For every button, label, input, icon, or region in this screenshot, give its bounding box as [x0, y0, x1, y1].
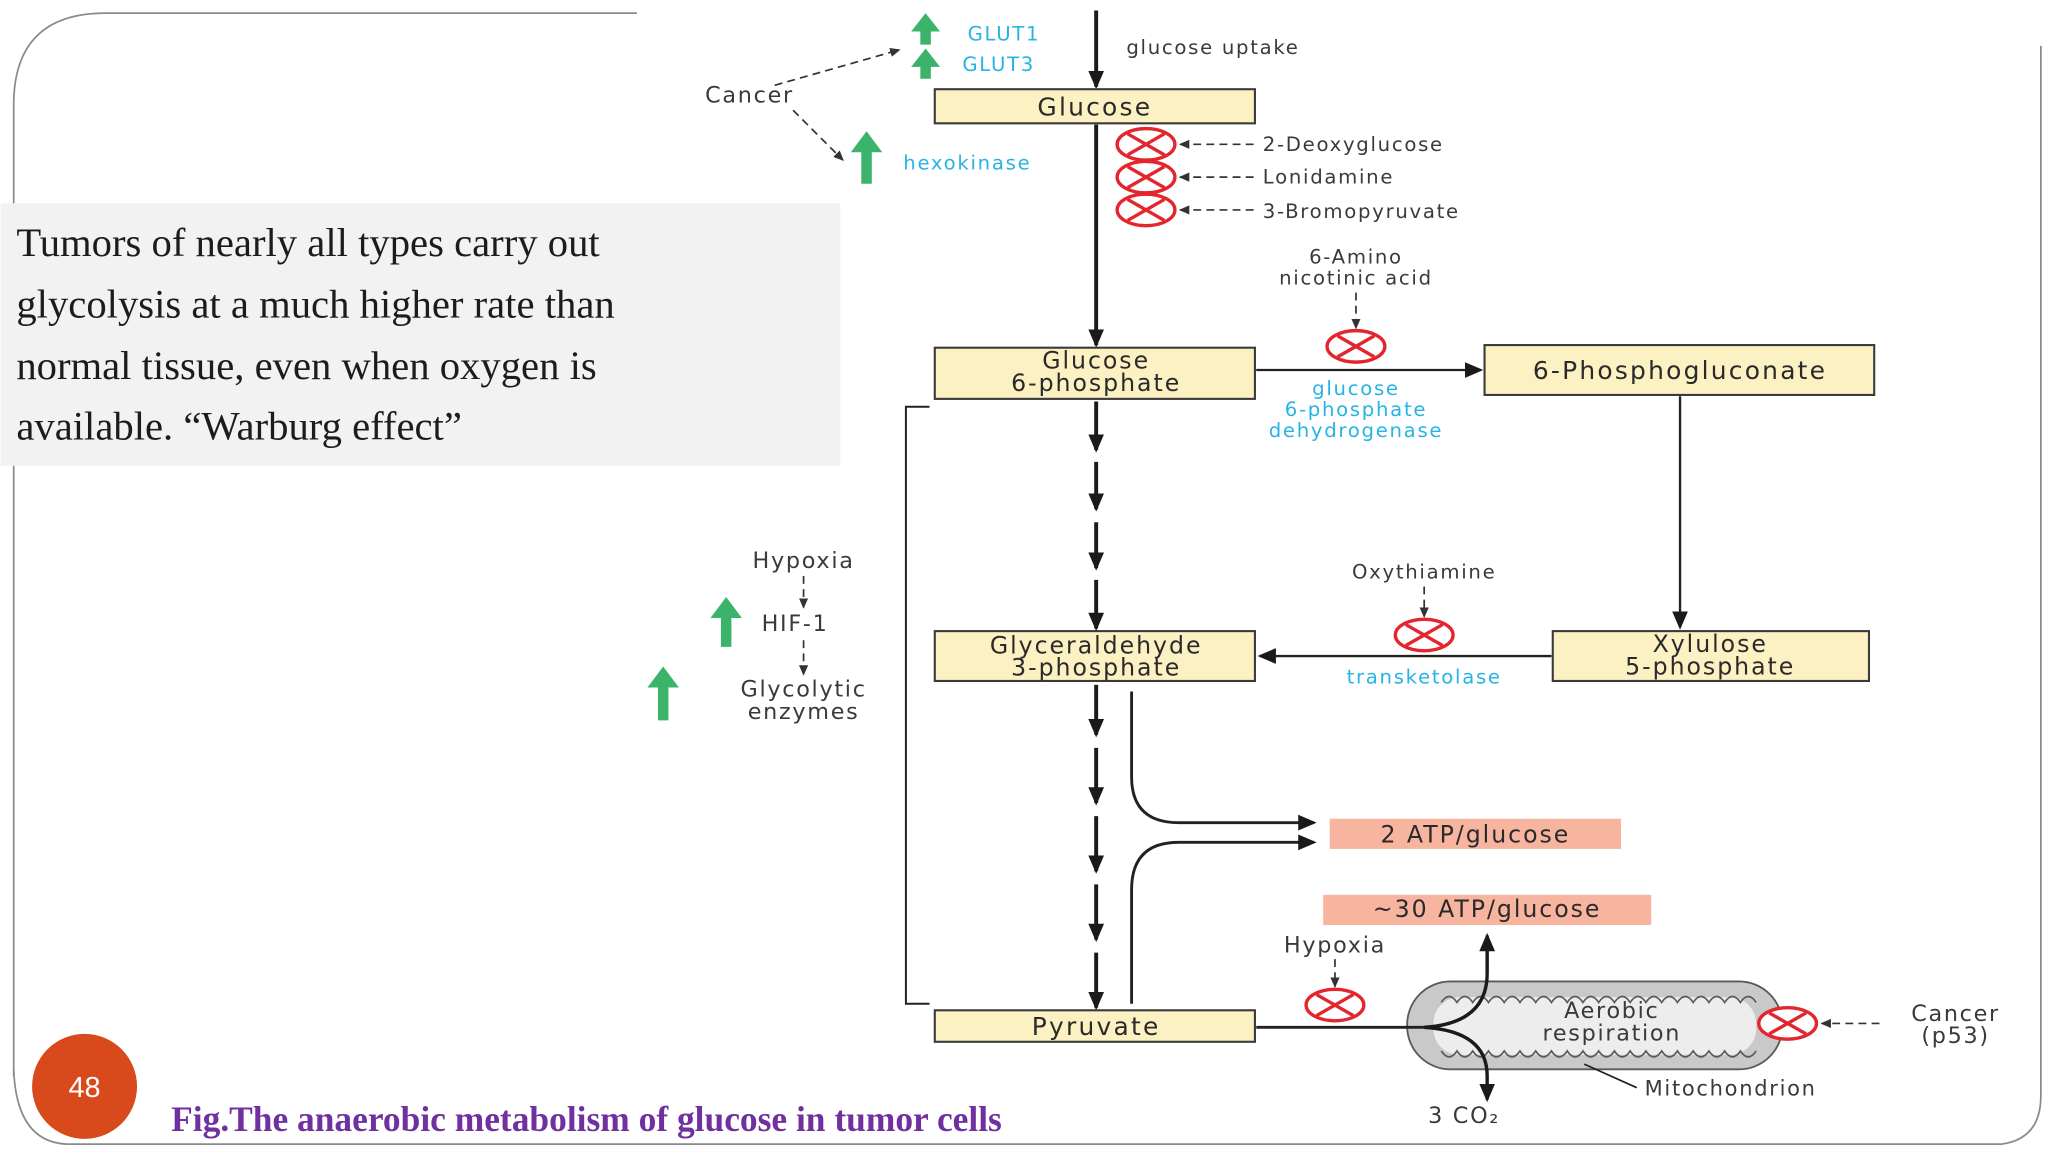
cancer-p53-label: Cancer: [1911, 1001, 2000, 1027]
glycolytic-enzymes-label: enzymes: [748, 699, 860, 725]
atp-yield-box: [1323, 894, 1652, 926]
hypoxia-label: Hypoxia: [1284, 933, 1386, 959]
cancer-to-hexokinase-arrow: [792, 109, 844, 162]
metabolite-box-ga3p: [933, 630, 1256, 683]
metabolite-box-x5p: [1551, 630, 1871, 683]
up-arrow-icon: [911, 48, 941, 79]
glut3-label: GLUT3: [962, 53, 1035, 76]
cancer-label: Cancer: [705, 82, 794, 108]
hexokinase-label: hexokinase: [903, 151, 1031, 174]
metabolite-label: Glucose: [1042, 347, 1150, 375]
metabolite-label: Glyceraldehyde: [990, 631, 1203, 659]
cancer-to-glut-arrow: [774, 47, 901, 87]
text-box-line: Tumors of nearly all types carry out: [16, 220, 600, 265]
transketolase-label: transketolase: [1347, 666, 1502, 689]
up-arrow-icon: [911, 13, 941, 45]
glut1-label: GLUT1: [968, 23, 1041, 46]
inhibitor-label: 2-Deoxyglucose: [1263, 133, 1444, 156]
metabolite-box-g6p: [933, 346, 1256, 400]
g6pd-enzyme-label: glucose: [1312, 377, 1400, 400]
g6pd-inhibitor-label: 6-Amino: [1309, 246, 1403, 269]
cancer-p53-label: (p53): [1921, 1023, 1989, 1049]
transketolase-inhibitor-label: Oxythiamine: [1352, 561, 1496, 584]
metabolite-label: 6-Phosphogluconate: [1533, 356, 1827, 385]
slide-frame: [12, 12, 2042, 1145]
text-box: [0, 203, 841, 466]
mitochondrion-pointer: [1583, 1063, 1638, 1089]
inhibitor-label: Lonidamine: [1263, 166, 1394, 189]
text-box-line: glycolysis at a much higher rate than: [16, 282, 614, 327]
respiration-atp-arrow: [1424, 932, 1496, 1030]
metabolite-label: 3-phosphate: [1011, 654, 1181, 682]
g6pd-enzyme-label: dehydrogenase: [1269, 419, 1444, 442]
inhibition-icon: [1757, 1005, 1819, 1041]
hif1-label: HIF-1: [762, 611, 829, 637]
atp-yield-box: [1329, 818, 1621, 849]
inhibition-icon: [1115, 192, 1177, 228]
hypoxia-label: Hypoxia: [753, 548, 855, 574]
respiration-yield-label: ~30 ATP/glucose: [1373, 895, 1602, 923]
up-arrow-icon: [710, 596, 742, 647]
text-box-line: available. “Warburg effect”: [16, 404, 462, 449]
inhibition-icon: [1325, 328, 1387, 364]
mitochondrion-shape: [1406, 980, 1784, 1071]
co2-label: 3 CO₂: [1428, 1103, 1500, 1129]
metabolite-label: Glucose: [1037, 92, 1152, 121]
pyruvate-atp-arrow: [1130, 834, 1317, 1004]
aerobic-respiration-label: respiration: [1542, 1020, 1681, 1046]
glycolytic-enzymes-label: Glycolytic: [740, 677, 866, 703]
glycolysis-bracket: [904, 405, 930, 1005]
ga3p-atp-arrow: [1130, 691, 1317, 831]
g6pd-inhibitor-label: nicotinic acid: [1279, 267, 1433, 290]
mitochondrion-label: Mitochondrion: [1645, 1077, 1817, 1101]
figure-caption: Fig.The anaerobic metabolism of glucose …: [171, 1099, 1002, 1139]
g6pd-enzyme-label: 6-phosphate: [1285, 398, 1427, 421]
page-number-badge: [32, 1033, 138, 1139]
metabolite-box-pyruvate: [933, 1009, 1256, 1043]
aerobic-respiration-label: Aerobic: [1564, 998, 1659, 1024]
page-number: 48: [69, 1072, 101, 1104]
inhibition-icon: [1115, 126, 1177, 162]
inhibitor-label: 3-Bromopyruvate: [1263, 200, 1460, 223]
metabolite-label: 5-phosphate: [1625, 652, 1795, 680]
metabolite-label: 6-phosphate: [1011, 369, 1181, 397]
glucose-uptake-label: glucose uptake: [1126, 36, 1299, 59]
inhibition-icon: [1304, 987, 1366, 1023]
metabolite-box-6pg: [1483, 344, 1876, 396]
inhibition-icon: [1393, 617, 1455, 653]
text-box-line: normal tissue, even when oxygen is: [16, 343, 596, 388]
metabolite-box-glucose: [933, 88, 1256, 125]
metabolite-label: Pyruvate: [1032, 1012, 1161, 1041]
respiration-co2-arrow: [1424, 1025, 1496, 1103]
up-arrow-icon: [850, 131, 883, 184]
inhibition-icon: [1115, 159, 1177, 195]
metabolite-label: Xylulose: [1653, 630, 1768, 658]
up-arrow-icon: [647, 666, 679, 721]
glycolysis-yield-label: 2 ATP/glucose: [1380, 820, 1570, 848]
